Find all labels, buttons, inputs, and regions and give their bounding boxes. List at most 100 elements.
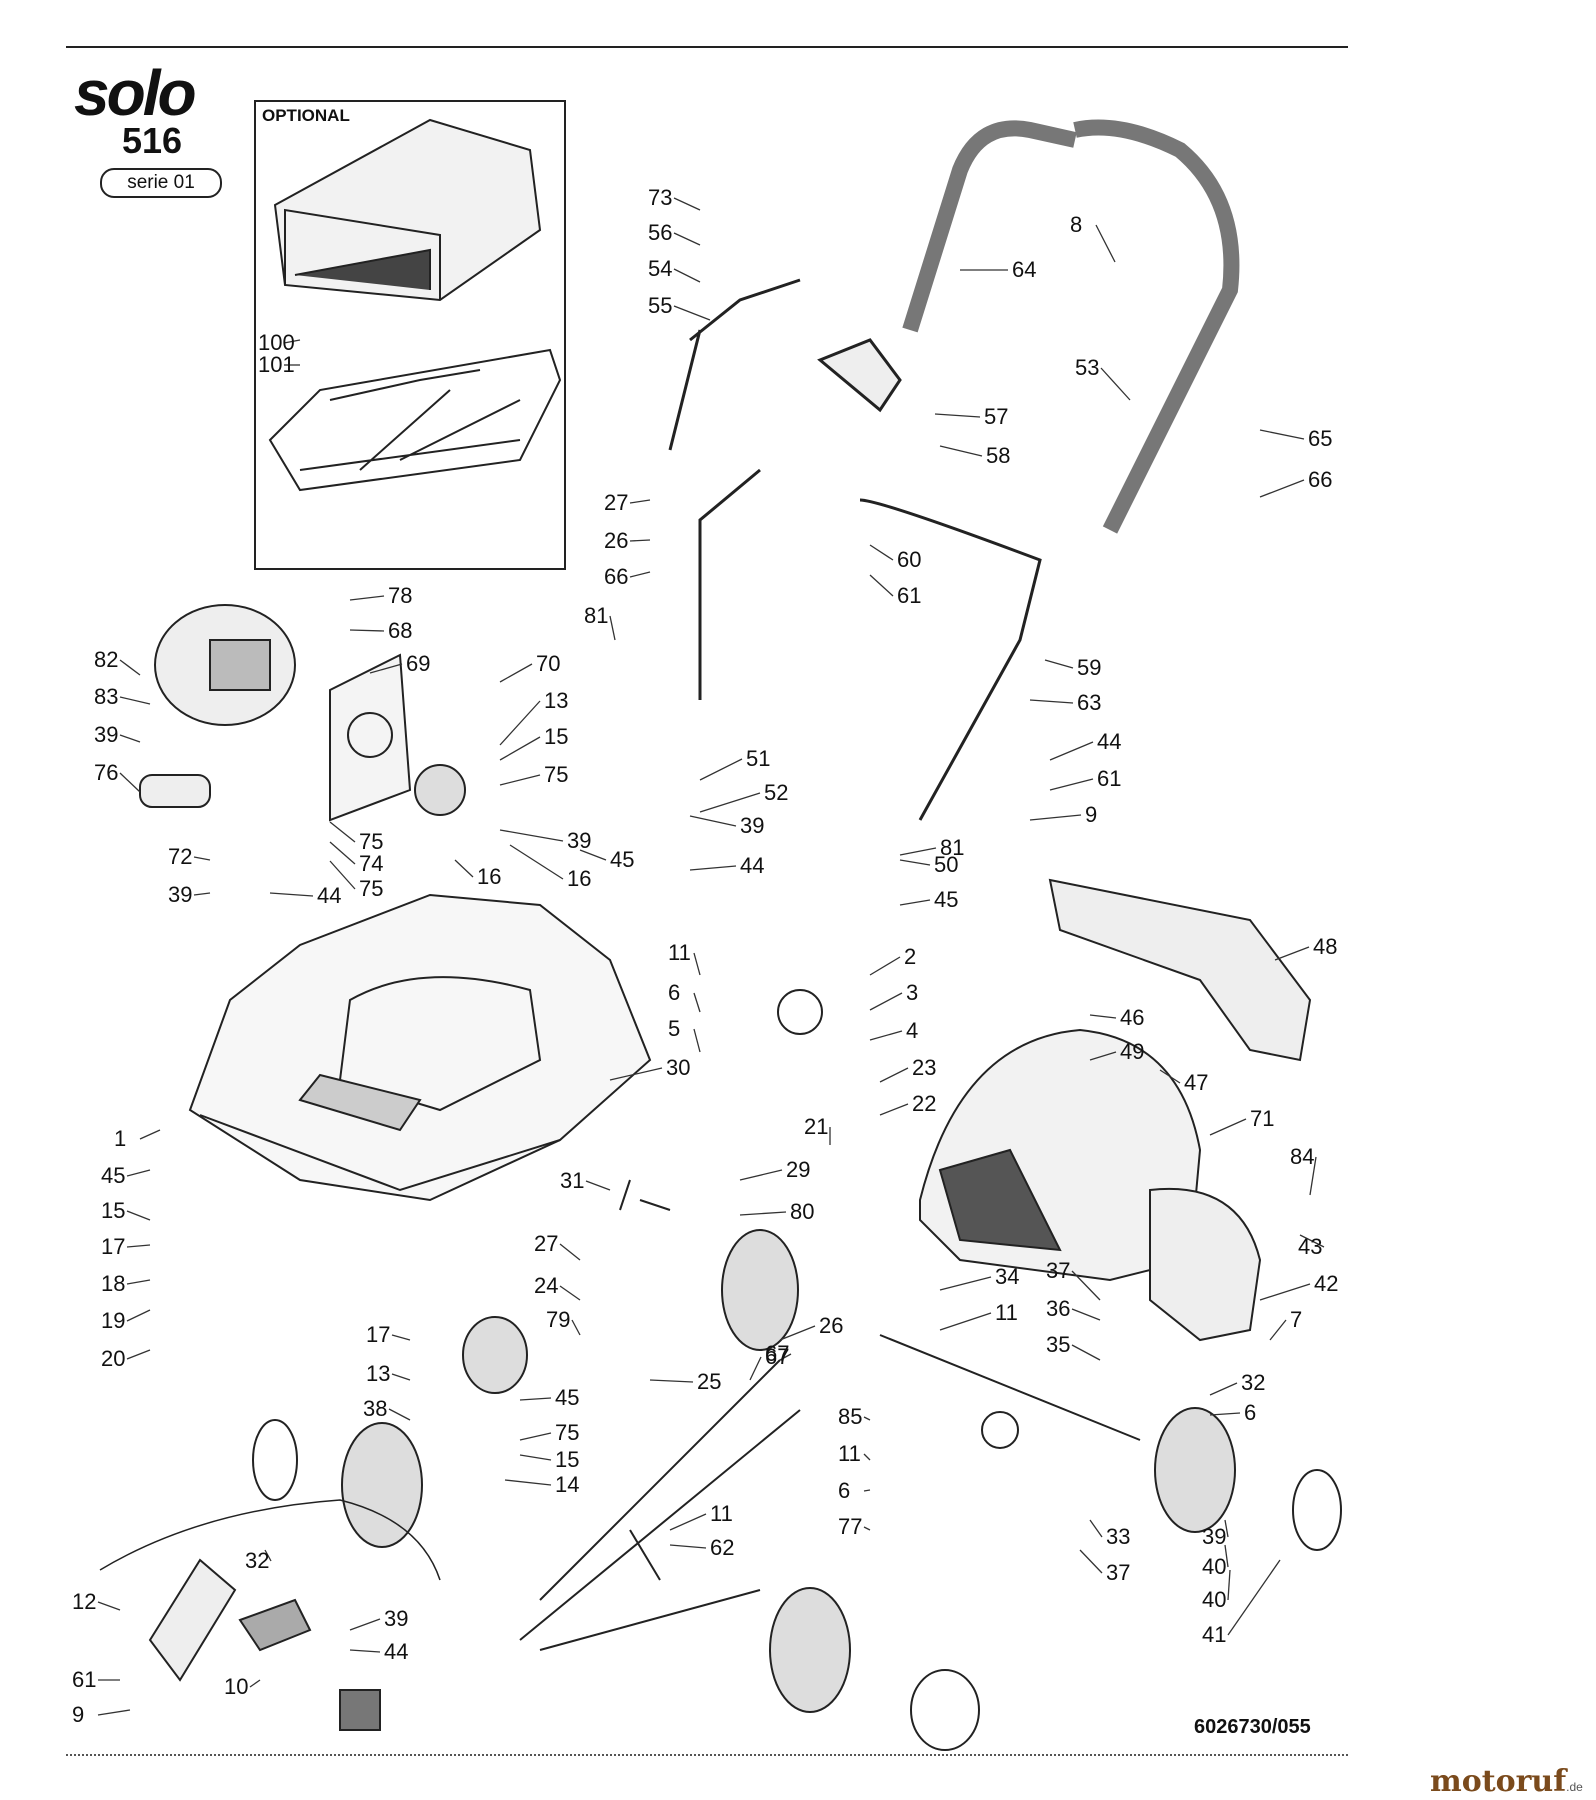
part-callout-33: 33 [1106,1524,1130,1549]
callout-leader-line [609,615,616,641]
callout-leader-line [649,1379,694,1383]
callout-leader-line [699,758,743,781]
callout-leader-line [119,772,141,793]
callout-leader-line [934,413,981,418]
callout-leader-line [1071,1344,1101,1361]
part-callout-39: 39 [94,722,118,747]
part-callout-21: 21 [804,1114,828,1139]
callout-leader-line [559,1243,581,1261]
callout-leader-line [559,1285,581,1301]
callout-leader-line [1259,479,1305,498]
part-callout-42: 42 [1314,1271,1338,1296]
part-callout-100: 100 [258,330,295,355]
part-callout-35: 35 [1046,1332,1070,1357]
callout-leader-line [739,1211,787,1216]
callout-leader-line [1049,778,1094,791]
part-callout-20: 20 [101,1346,125,1371]
part-callout-75: 75 [359,829,383,854]
callout-leader-line [1224,1544,1229,1568]
callout-leader-line [779,1353,792,1361]
callout-leader-line [388,1408,411,1421]
part-callout-75: 75 [544,762,568,787]
callout-leader-line [609,1067,663,1081]
part-callout-66: 66 [604,564,628,589]
callout-leader-line [499,700,541,746]
callout-leader-line [126,1244,151,1248]
part-callout-22: 22 [912,1091,936,1116]
part-callout-19: 19 [101,1308,125,1333]
part-callout-47: 47 [1184,1070,1208,1095]
callout-leader-line [879,1067,909,1083]
part-callout-63: 63 [1077,690,1101,715]
callout-leader-line [349,1649,381,1653]
callout-leader-line [499,663,533,683]
callout-leader-line [869,544,894,561]
part-callout-17: 17 [101,1234,125,1259]
callout-leader-line [863,1416,871,1421]
callout-leader-line [1259,1283,1311,1301]
part-callout-34: 34 [995,1264,1019,1289]
part-callout-44: 44 [384,1639,408,1664]
callout-leader-line [1209,1412,1241,1416]
part-callout-5: 5 [668,1016,680,1041]
callout-leader-line [629,499,651,504]
callout-leader-line [1029,699,1074,704]
part-callout-11: 11 [710,1501,733,1526]
part-callout-6: 6 [1244,1400,1256,1425]
part-callout-73: 73 [648,185,672,210]
callout-leader-line [349,1618,381,1631]
part-callout-16: 16 [567,866,591,891]
part-callout-61: 61 [1097,766,1121,791]
part-callout-1: 1 [114,1126,126,1151]
part-callout-15: 15 [101,1198,125,1223]
callout-leader-line [1309,1156,1317,1196]
part-callout-7: 7 [1290,1307,1302,1332]
axle-and-shaft-drawing [462,989,1141,1651]
part-callout-81: 81 [584,603,608,628]
callout-leader-line [779,1325,816,1341]
part-callout-77: 77 [838,1514,862,1539]
part-callout-38: 38 [363,1396,387,1421]
callout-leader-line [119,696,151,705]
part-callout-82: 82 [94,647,118,672]
callout-leader-line [193,892,211,896]
callout-leader-line [391,1373,411,1381]
part-callout-71: 71 [1250,1106,1274,1131]
part-callout-9: 9 [1085,802,1097,827]
grass-catcher-cover-drawing [919,878,1312,1342]
solo-logo: solo [74,57,197,129]
callout-leader-line [139,1129,161,1140]
callout-leader-line [869,992,903,1011]
part-callout-101: 101 [258,352,295,377]
detail-inset-drawing [99,1499,441,1731]
part-callout-39: 39 [168,882,192,907]
callout-leader-line [119,659,141,676]
optional-label: OPTIONAL [262,106,350,125]
part-callout-79: 79 [546,1307,570,1332]
callout-leader-line [1044,659,1074,669]
callout-leader-line [673,197,701,211]
callout-leader-line [869,574,894,597]
callout-leader-line [193,856,211,861]
part-callout-11: 11 [668,940,691,965]
part-callout-13: 13 [544,688,568,713]
part-callout-39: 39 [1202,1524,1226,1549]
part-callout-16: 16 [477,864,501,889]
part-callout-15: 15 [544,724,568,749]
bottom-rule [66,1754,1348,1760]
part-callout-75: 75 [555,1420,579,1445]
callout-leader-line [269,892,314,897]
part-callout-39: 39 [384,1606,408,1631]
watermark-name: motoruf [1430,1764,1567,1799]
part-callout-67: 67 [765,1344,789,1369]
part-callout-81: 81 [940,835,964,860]
callout-leader-line [899,859,931,866]
part-callout-31: 31 [560,1168,584,1193]
part-callout-67: 67 [765,1341,789,1366]
part-callout-24: 24 [534,1273,558,1298]
part-callout-6: 6 [838,1478,850,1503]
callout-leader-line [454,859,474,878]
part-callout-10: 10 [224,1674,248,1699]
callout-leader-line [509,844,564,880]
